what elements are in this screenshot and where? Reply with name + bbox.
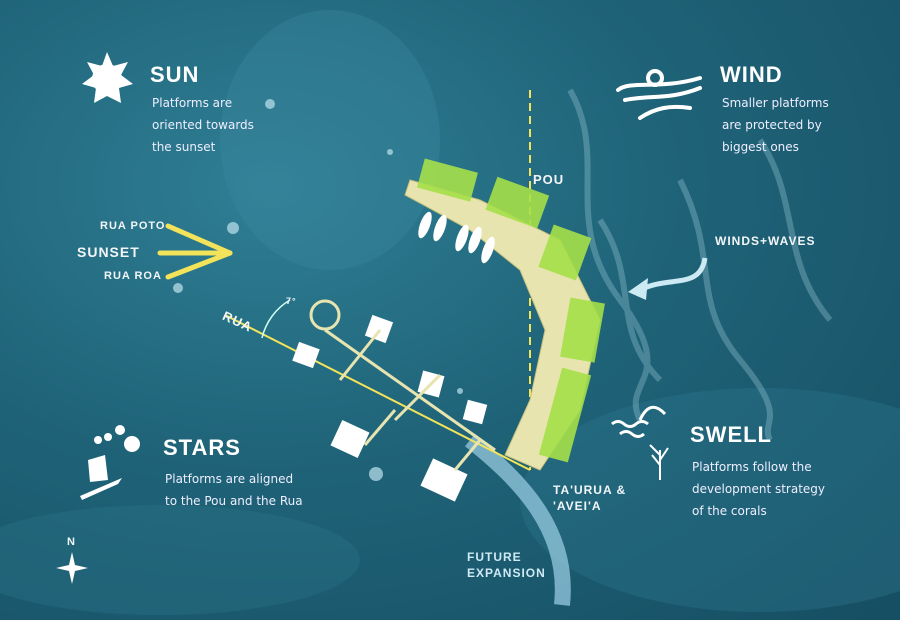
sparkles <box>173 99 463 481</box>
stars-title: STARS <box>163 435 241 460</box>
sun-title: SUN <box>150 62 200 87</box>
wind-description: Smaller platforms are protected by bigge… <box>722 92 900 158</box>
cloud-shape <box>520 388 900 612</box>
wind-streaks <box>567 88 833 442</box>
winds-waves-arrow-icon <box>638 257 708 293</box>
green-platforms <box>417 158 605 463</box>
future-expansion-channel <box>465 433 571 606</box>
taurua-label: TA'URUA & <box>553 483 627 497</box>
boats <box>418 211 495 264</box>
wind-title: WIND <box>720 62 783 87</box>
stars-description: Platforms are aligned to the Pou and the… <box>165 468 365 512</box>
text-line: biggest ones <box>722 140 799 154</box>
rua-poto-label: RUA POTO <box>100 220 166 232</box>
rua-roa-label: RUA ROA <box>104 270 162 282</box>
sun-description: Platforms are oriented towards the sunse… <box>152 92 332 158</box>
winds-waves-arrowhead-icon <box>628 278 648 300</box>
cloud-shape <box>220 10 440 270</box>
aveia-label: 'AVEI'A <box>553 499 602 513</box>
cloud-shape <box>0 505 360 615</box>
walkways <box>324 328 496 471</box>
text-line: Platforms are <box>152 96 233 110</box>
winds-waves-label: WINDS+WAVES <box>715 234 816 248</box>
text-line: Smaller platforms <box>722 96 829 110</box>
north-label: N <box>67 536 76 548</box>
wave-icon <box>611 405 667 438</box>
future-label-1: FUTURE <box>467 550 522 564</box>
pou-label: POU <box>533 172 565 187</box>
angle-label: 7° <box>286 296 297 306</box>
text-line: Platforms are aligned <box>165 472 294 486</box>
stars-icon <box>94 425 140 452</box>
text-line: are protected by <box>722 118 822 132</box>
wind-icon <box>616 69 702 120</box>
compass-icon <box>56 552 88 584</box>
text-line: to the Pou and the Rua <box>165 494 303 508</box>
text-line: of the corals <box>692 504 767 518</box>
angle-arc <box>261 299 291 339</box>
round-platform <box>309 299 341 331</box>
swell-description: Platforms follow the development strateg… <box>692 456 892 522</box>
text-line: the sunset <box>152 140 216 154</box>
text-line: development strategy <box>692 482 826 496</box>
rua-axis-line <box>224 314 531 471</box>
sun-icon <box>82 52 133 103</box>
text-line: oriented towards <box>152 118 254 132</box>
text-line: Platforms follow the <box>692 460 812 474</box>
future-label-2: EXPANSION <box>467 566 546 580</box>
sunset-arrow-icon <box>157 223 233 280</box>
swell-title: SWELL <box>690 422 772 447</box>
coral-icon <box>649 444 669 480</box>
sunset-label: SUNSET <box>77 244 140 260</box>
canoe-icon <box>80 455 122 500</box>
